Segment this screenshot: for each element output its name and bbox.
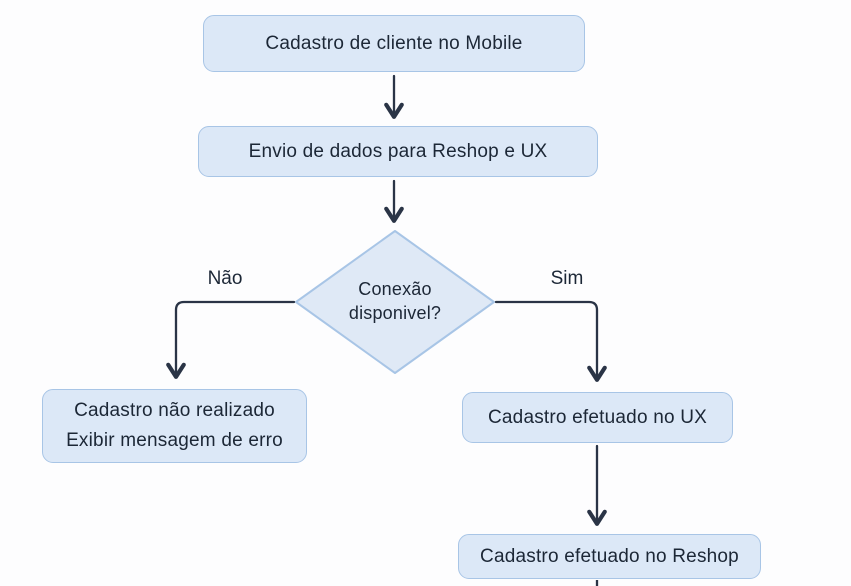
node-reshop-label: Cadastro efetuado no Reshop <box>480 545 739 567</box>
edge-label-yes: Sim <box>550 268 584 289</box>
node-decision-label: Conexão disponivel? <box>325 277 465 325</box>
node-ux-label: Cadastro efetuado no UX <box>487 406 708 428</box>
node-start: Cadastro de cliente no Mobile <box>203 15 585 72</box>
node-ux: Cadastro efetuado no UX <box>462 392 733 443</box>
node-error-line2: Exibir mensagem de erro <box>66 430 283 451</box>
edge-decision-to-error <box>166 300 296 379</box>
decision-line1: Conexão <box>358 279 432 299</box>
edge-label-no: Não <box>207 268 243 289</box>
node-reshop: Cadastro efetuado no Reshop <box>458 534 761 579</box>
node-error: Cadastro não realizado Exibir mensagem d… <box>42 389 307 463</box>
edge-decision-to-ux <box>494 300 607 382</box>
node-send: Envio de dados para Reshop e UX <box>198 126 598 177</box>
decision-line2: disponivel? <box>348 303 442 323</box>
node-start-label: Cadastro de cliente no Mobile <box>265 32 523 54</box>
node-error-line1: Cadastro não realizado <box>74 400 275 421</box>
node-send-label: Envio de dados para Reshop e UX <box>248 140 548 162</box>
decision-diamond-shape <box>295 230 495 374</box>
